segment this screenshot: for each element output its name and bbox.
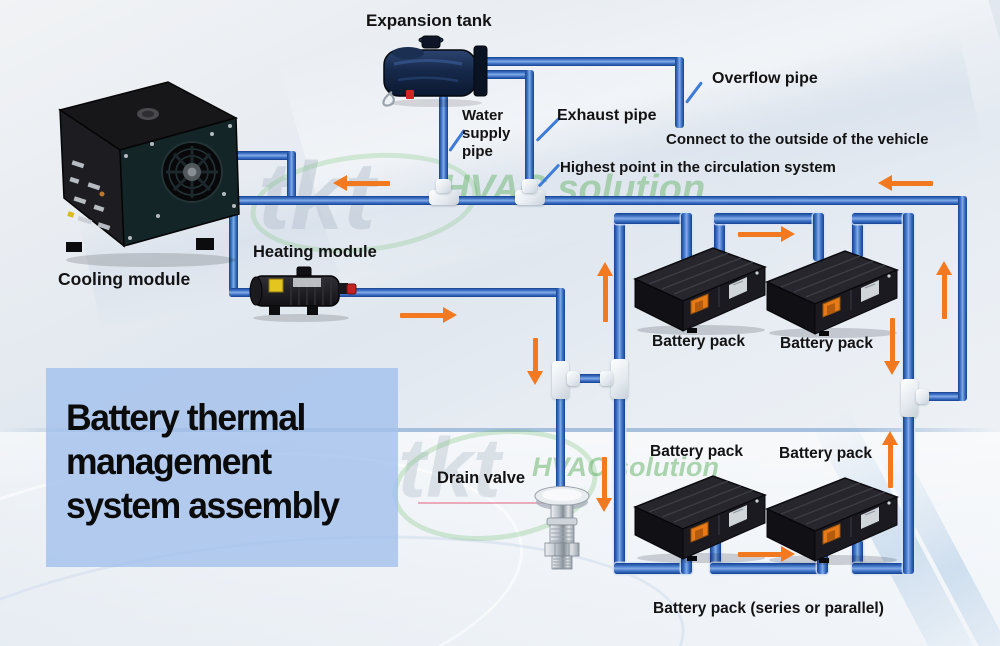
flow-arrow-left: [878, 175, 933, 191]
pipe-main-return: [229, 196, 967, 205]
battery-pack-image: [761, 246, 901, 338]
flow-arrow-up: [936, 261, 952, 319]
pipe-tee-fitting: [552, 361, 569, 399]
pipe-top-loop: [714, 213, 824, 224]
pipe-tee-fitting: [522, 179, 537, 193]
pipe-bottom-loop: [852, 563, 914, 574]
label-battery-pack: Battery pack: [652, 333, 746, 350]
label-heating-module: Heating module: [253, 243, 377, 261]
battery-pack-image: [629, 243, 769, 335]
label-battery-pack: Battery pack: [780, 335, 874, 352]
label-drain-valve: Drain valve: [437, 469, 526, 487]
flow-arrow-right: [400, 307, 457, 323]
pipe-heating-drop: [556, 288, 565, 385]
pipe-tee-fitting: [901, 379, 918, 417]
flow-arrow-up: [882, 431, 898, 488]
label-connect-outside: Connect to the outside of the vehicle: [666, 131, 929, 148]
pipe-tee-fitting: [436, 179, 451, 193]
flow-arrow-down: [884, 318, 900, 375]
label-battery-pack: Battery pack: [779, 445, 873, 462]
watermark-brand: tkt: [398, 421, 501, 515]
pipe-merge-link: [917, 392, 962, 401]
flow-arrow-right: [738, 546, 795, 562]
pipe-battery-riser-up: [614, 218, 625, 380]
title-panel: Battery thermal management system assemb…: [46, 368, 398, 567]
pipe-bottom-loop: [710, 532, 721, 574]
cooling-module-image: [58, 81, 240, 267]
drain-valve-image: [534, 486, 590, 570]
background-horizon-line: [0, 428, 1000, 432]
label-pointer-line: [684, 81, 704, 104]
watermark-underline: [418, 502, 546, 504]
label-water-supply-pipe: Water supply pipe: [462, 107, 511, 160]
pipe-top-loop-return: [903, 213, 914, 387]
label-highest-point: Highest point in the circulation system: [560, 159, 836, 176]
label-battery-pack-series: Battery pack (series or parallel): [653, 600, 884, 617]
pipe-tee-fitting: [600, 371, 613, 386]
flow-arrow-down: [527, 338, 543, 385]
flow-arrow-down: [596, 457, 612, 512]
label-overflow-pipe: Overflow pipe: [712, 70, 818, 87]
label-cooling-module: Cooling module: [58, 269, 191, 289]
flow-arrow-up: [597, 262, 613, 322]
pipe-bottom-loop-return: [903, 408, 914, 574]
pipe-tee-link: [565, 374, 615, 383]
pipe-overflow: [483, 57, 683, 66]
pipe-battery-riser-down: [614, 380, 625, 574]
pipe-tee-fitting: [611, 359, 628, 399]
expansion-tank-image: [382, 35, 488, 107]
heating-module-image: [249, 266, 357, 322]
flow-arrow-right: [738, 226, 795, 242]
pipe-tee-fitting: [916, 389, 929, 404]
pipe-bottom-loop: [614, 563, 692, 574]
label-battery-pack: Battery pack: [650, 443, 744, 460]
label-expansion-tank: Expansion tank: [366, 11, 492, 30]
page-title: Battery thermal management system assemb…: [66, 397, 340, 526]
flow-arrow-left: [333, 175, 390, 191]
pipe-drain-line: [556, 385, 565, 492]
pipe-tee-fitting: [567, 371, 580, 386]
pipe-cooling-outlet-drop: [229, 196, 238, 297]
pipe-overflow: [675, 57, 684, 128]
pipe-bottom-loop: [710, 563, 828, 574]
pipe-cooling-inlet: [222, 151, 296, 160]
pipe-right-riser: [958, 196, 967, 401]
label-exhaust-pipe: Exhaust pipe: [557, 107, 657, 124]
